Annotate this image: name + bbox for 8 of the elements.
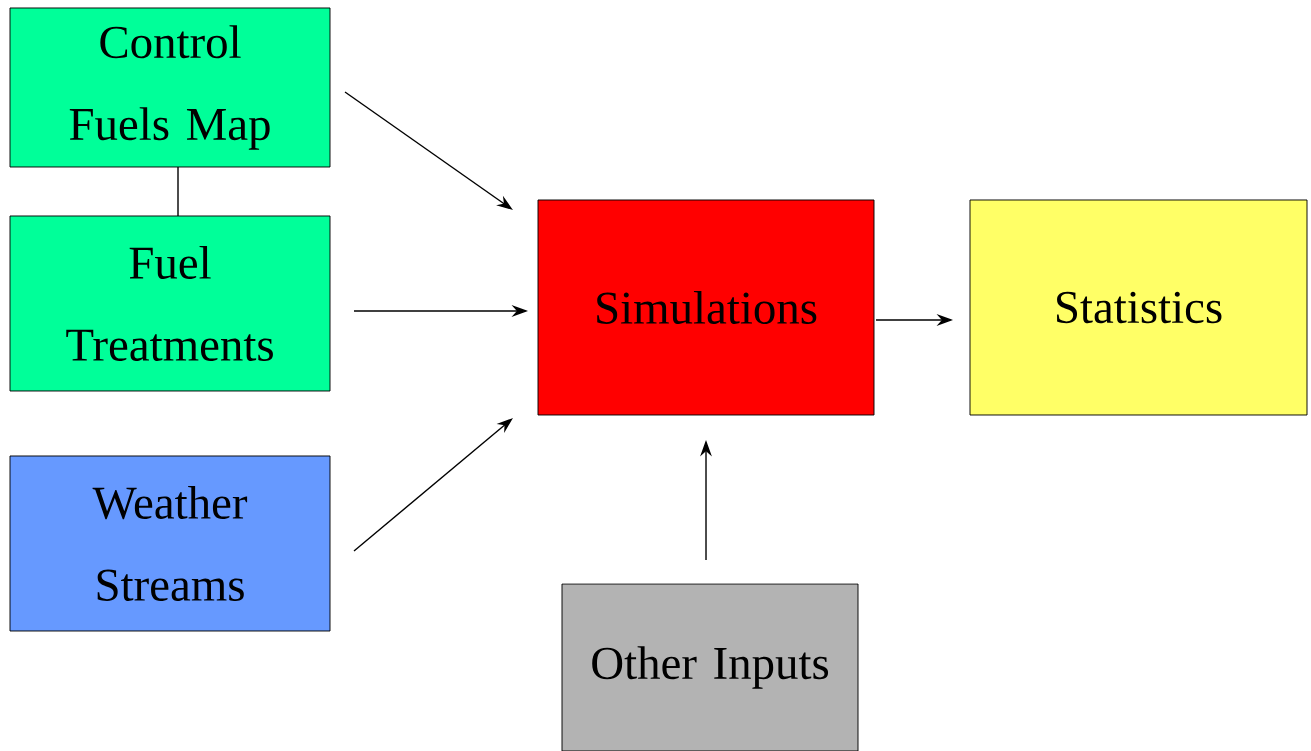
process-box: Weather Streams (9, 455, 331, 632)
process-box: Simulations (537, 199, 875, 416)
process-box: Statistics (969, 199, 1308, 416)
connector-line (177, 166, 179, 217)
arrow (353, 418, 513, 552)
process-box: Control Fuels Map (9, 7, 331, 168)
process-box: Other Inputs (561, 583, 859, 751)
process-box: Fuel Treatments (9, 215, 331, 392)
